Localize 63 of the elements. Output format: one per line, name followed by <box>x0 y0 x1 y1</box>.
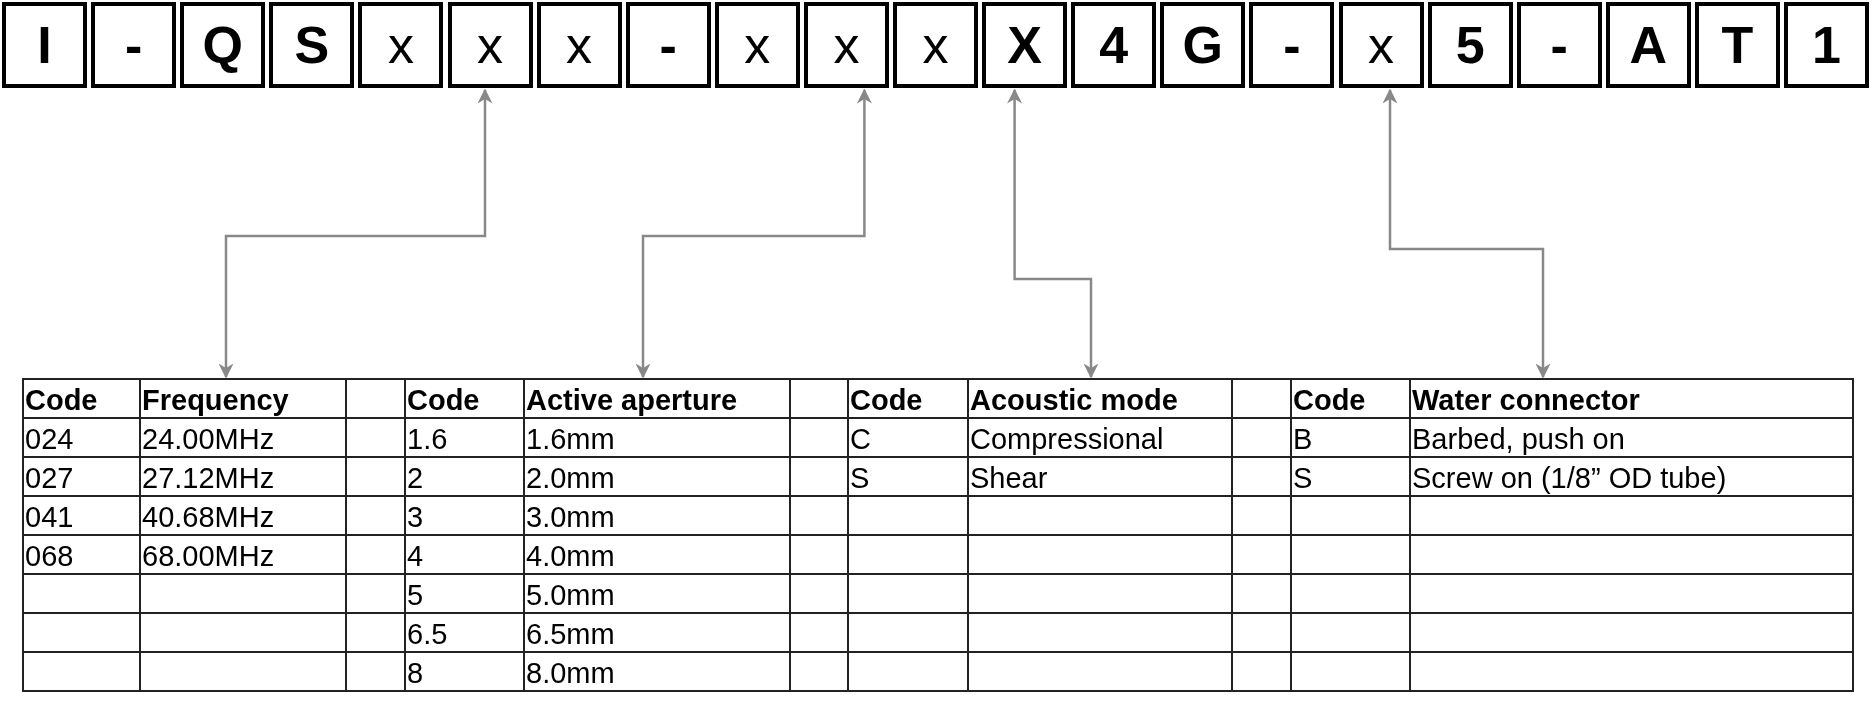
option-description: 68.00MHz <box>140 535 346 574</box>
code-value: 5 <box>405 574 524 613</box>
code-value: B <box>1291 418 1410 457</box>
part-number-character: 1 <box>1784 2 1869 88</box>
column-header: Water connector <box>1410 379 1853 418</box>
part-number-character: - <box>91 2 177 88</box>
option-description: 2.0mm <box>524 457 790 496</box>
code-value: 068 <box>23 535 140 574</box>
part-number-character: T <box>1694 2 1780 88</box>
code-value: 2 <box>405 457 524 496</box>
code-column-header: Code <box>405 379 524 418</box>
code-value: 024 <box>23 418 140 457</box>
part-number-character: x <box>1338 2 1424 88</box>
option-description: 6.5mm <box>524 613 790 652</box>
part-number-character: x <box>803 2 889 88</box>
part-number-character: A <box>1605 2 1691 88</box>
option-description: 40.68MHz <box>140 496 346 535</box>
option-description: Compressional <box>968 418 1232 457</box>
code-value: 8 <box>405 652 524 691</box>
option-description: 3.0mm <box>524 496 790 535</box>
code-value: 3 <box>405 496 524 535</box>
option-description: Shear <box>968 457 1232 496</box>
leader-arrow <box>635 88 872 379</box>
leader-arrow <box>1007 88 1099 379</box>
part-number-character: 4 <box>1071 2 1157 88</box>
option-description: 5.0mm <box>524 574 790 613</box>
option-description: 1.6mm <box>524 418 790 457</box>
code-value: 027 <box>23 457 140 496</box>
option-description: Screw on (1/8” OD tube) <box>1410 457 1853 496</box>
code-column-header: Code <box>1291 379 1410 418</box>
part-number-character: I <box>2 2 87 88</box>
part-number-character: x <box>358 2 444 88</box>
part-number-character: X <box>982 2 1068 88</box>
code-value: 4 <box>405 535 524 574</box>
option-description: 4.0mm <box>524 535 790 574</box>
part-number-character: x <box>447 2 533 88</box>
part-number-character: - <box>1249 2 1335 88</box>
code-value: C <box>848 418 968 457</box>
code-value: S <box>1291 457 1410 496</box>
part-number-character: G <box>1160 2 1246 88</box>
leader-arrow <box>218 88 493 379</box>
part-number-character: - <box>1516 2 1602 88</box>
part-number-character: x <box>893 2 978 88</box>
option-description: 24.00MHz <box>140 418 346 457</box>
part-number-character: x <box>714 2 800 88</box>
column-header: Active aperture <box>524 379 790 418</box>
column-header: Frequency <box>140 379 346 418</box>
option-description: 8.0mm <box>524 652 790 691</box>
column-header: Acoustic mode <box>968 379 1232 418</box>
part-number-character: 5 <box>1427 2 1513 88</box>
part-number-character: x <box>536 2 622 88</box>
leader-arrow <box>1382 88 1551 379</box>
code-value: S <box>848 457 968 496</box>
code-column-header: Code <box>23 379 140 418</box>
code-value: 1.6 <box>405 418 524 457</box>
code-column-header: Code <box>848 379 968 418</box>
part-number-character: S <box>269 2 355 88</box>
code-value: 6.5 <box>405 613 524 652</box>
option-description: Barbed, push on <box>1410 418 1853 457</box>
part-number-character: Q <box>180 2 266 88</box>
code-value: 041 <box>23 496 140 535</box>
part-number-character: - <box>625 2 711 88</box>
option-description: 27.12MHz <box>140 457 346 496</box>
